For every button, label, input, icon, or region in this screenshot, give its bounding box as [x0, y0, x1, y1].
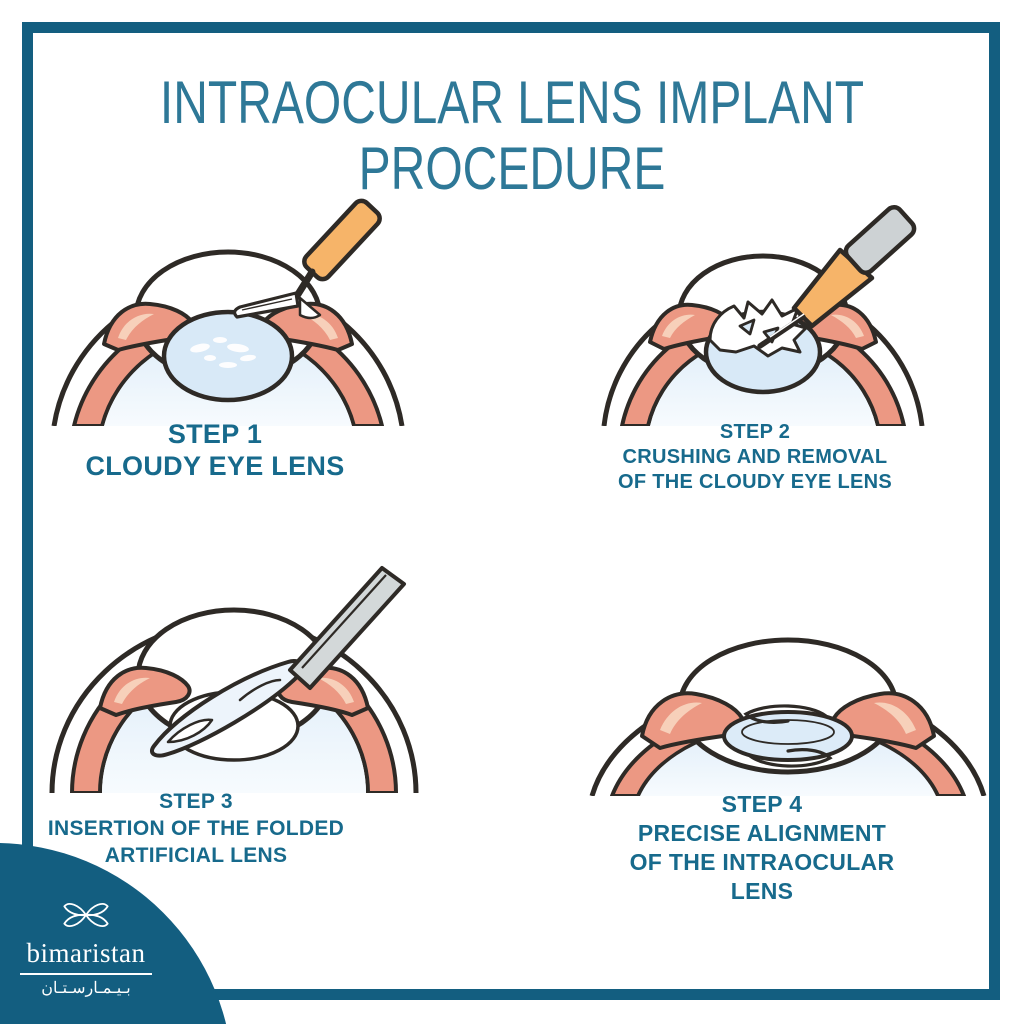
logo-wordmark: bimaristan — [26, 938, 146, 968]
step-2-label: STEP 2 — [719, 421, 791, 443]
spatula-tool-icon — [233, 198, 382, 320]
logo-divider — [20, 973, 152, 975]
iris-left-highlight — [114, 677, 150, 704]
iris-right-highlight — [318, 677, 354, 704]
iris-left-highlight — [118, 313, 154, 340]
lens-fragment — [738, 318, 756, 336]
iris-right-highlight — [302, 313, 338, 340]
iris-right-highlight — [874, 702, 916, 734]
step-1-label: STEP 1 — [167, 419, 263, 449]
step-3-line-1: INSERTION OF THE FOLDED — [47, 817, 345, 840]
step-4-label: STEP 4 — [721, 791, 803, 817]
page-title: INTRAOCULAR LENS IMPLANT PROCEDURE — [102, 70, 921, 202]
step-2-line-1: CRUSHING AND REMOVAL — [622, 446, 888, 468]
eye-illustration-step-1 — [51, 198, 405, 426]
step-1-line-1: CLOUDY EYE LENS — [85, 451, 345, 481]
eye-illustration-step-4 — [589, 637, 987, 796]
title-line-2: PROCEDURE — [358, 135, 666, 202]
step-2-caption: STEP 2 CRUSHING AND REMOVAL OF THE CLOUD… — [610, 420, 900, 495]
step-2-line-2: OF THE CLOUDY EYE LENS — [617, 471, 893, 493]
cloudy-lens — [161, 309, 295, 403]
logo-arabic-wordmark: بـيـمـارسـتـان — [41, 980, 131, 997]
step-4-line-2: OF THE INTRAOCULAR — [629, 849, 895, 875]
step-4-line-3: LENS — [730, 878, 794, 904]
step-4-caption: STEP 4 PRECISE ALIGNMENT OF THE INTRAOCU… — [612, 790, 912, 906]
lens-fold-line — [238, 678, 282, 702]
crushed-lens-gap — [708, 298, 808, 358]
step-4-line-1: PRECISE ALIGNMENT — [637, 820, 887, 846]
iris-left-highlight — [662, 314, 695, 338]
iris-right-highlight — [831, 314, 864, 338]
phaco-needle — [757, 314, 806, 349]
incision-flap — [298, 296, 322, 320]
lens-cloud-specks — [190, 337, 256, 368]
eye-illustration-step-3 — [49, 566, 419, 793]
crossed-leaves-icon — [63, 903, 109, 927]
step-3-line-2: ARTIFICIAL LENS — [104, 844, 288, 867]
bimaristan-logo: bimaristan بـيـمـارسـتـان — [0, 898, 172, 999]
intraocular-lens — [722, 704, 854, 768]
step-3-caption: STEP 3 INSERTION OF THE FOLDED ARTIFICIA… — [36, 788, 356, 869]
lens-injector-icon — [288, 566, 406, 690]
page-border-frame — [22, 22, 1000, 1000]
phaco-handpiece-icon — [757, 204, 917, 349]
step-3-label: STEP 3 — [159, 790, 233, 813]
step-1-caption: STEP 1 CLOUDY EYE LENS — [85, 418, 345, 482]
eye-illustration-step-2 — [601, 204, 925, 426]
iol-haptic-top — [743, 704, 828, 724]
iol-haptic-bottom — [748, 748, 833, 768]
title-line-1: INTRAOCULAR LENS IMPLANT — [159, 69, 865, 136]
lens-fold-curl — [166, 718, 214, 744]
iris-left-highlight — [660, 702, 702, 734]
